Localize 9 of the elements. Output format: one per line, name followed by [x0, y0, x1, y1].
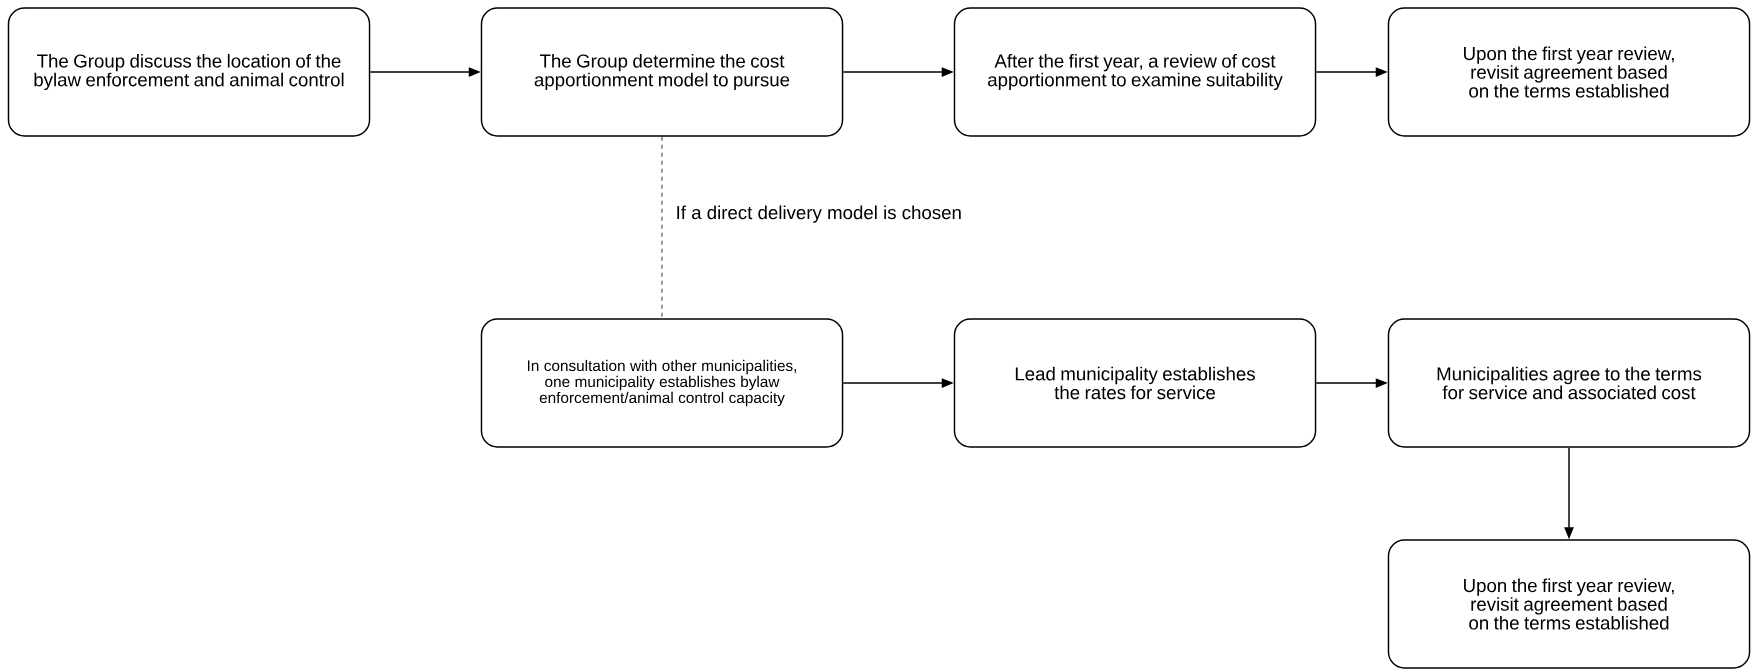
- process-box: After the first year, a review of cost apportionment to examine suitability: [953, 7, 1317, 137]
- process-box: Municipalities agree to the terms for service and associated cost: [1387, 318, 1751, 448]
- process-box: In consultation with other municipalities, one municipality establishes bylaw enforcement/animal control capacity: [480, 318, 844, 448]
- edge-label: If a direct delivery model is chosen: [672, 202, 965, 226]
- process-box: Upon the first year review, revisit agreement based on the terms established: [1387, 539, 1751, 669]
- process-box: The Group determine the cost apportionment model to pursue: [480, 7, 844, 137]
- process-box: Lead municipality establishes the rates for service: [953, 318, 1317, 448]
- process-box: The Group discuss the location of the bylaw enforcement and animal control: [7, 7, 371, 137]
- process-box: Upon the first year review, revisit agreement based on the terms established: [1387, 7, 1751, 137]
